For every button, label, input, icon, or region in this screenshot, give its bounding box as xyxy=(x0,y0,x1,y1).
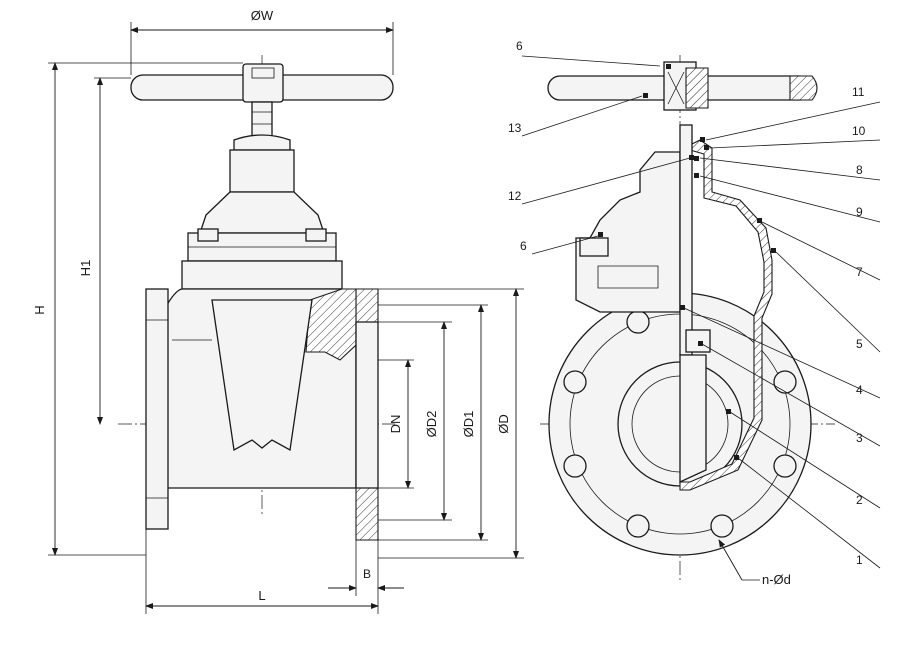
bore-passage xyxy=(355,321,379,489)
callout-11: 11 xyxy=(852,85,865,99)
side-wedge xyxy=(679,354,707,484)
callout-6-side: 6 xyxy=(520,239,527,253)
bonnet-bolt-right xyxy=(305,228,327,242)
nut-top xyxy=(251,67,275,79)
callout-2: 2 xyxy=(856,493,863,507)
bolt-hole-1 xyxy=(626,310,650,334)
dim-dn-label: DN xyxy=(388,415,403,434)
dimension-lines xyxy=(48,22,760,614)
callout-7: 7 xyxy=(856,265,863,279)
callout-leaders xyxy=(521,55,881,569)
callout-4: 4 xyxy=(856,383,863,397)
bolt-hole-3 xyxy=(563,454,587,478)
body-wall-section xyxy=(305,288,357,361)
stem-nut-section xyxy=(685,67,709,109)
right-flange-top-section xyxy=(355,288,379,323)
bolt-hole-2 xyxy=(563,370,587,394)
right-flange-bottom-section xyxy=(355,487,379,541)
bonnet xyxy=(199,191,325,234)
wedge xyxy=(211,299,313,452)
callout-10: 10 xyxy=(852,124,866,138)
callout-8: 8 xyxy=(856,163,863,177)
callout-1: 1 xyxy=(856,553,863,567)
dim-h1-label: H1 xyxy=(78,260,93,277)
side-bonnet-boss xyxy=(579,237,609,257)
callout-3: 3 xyxy=(856,431,863,445)
dim-d1-label: ØD1 xyxy=(461,411,476,438)
dimension-labels: ØW H H1 DN ØD2 ØD1 ØD L B n-Ød xyxy=(32,8,791,603)
stem xyxy=(251,101,273,141)
body-neck xyxy=(181,260,343,290)
dim-nd-label: n-Ød xyxy=(762,572,791,587)
bonnet-bolt-left xyxy=(197,228,219,242)
bolt-hole-5 xyxy=(710,514,734,538)
gland xyxy=(233,134,291,151)
callout-12: 12 xyxy=(508,189,522,203)
side-bonnet-left xyxy=(575,151,681,313)
callout-5: 5 xyxy=(856,337,863,351)
bolt-hole-7 xyxy=(773,370,797,394)
bolt-hole-6 xyxy=(773,454,797,478)
callout-13: 13 xyxy=(508,121,522,135)
side-view xyxy=(540,55,835,580)
dim-d-label: ØD xyxy=(496,414,511,434)
callout-labels: 6 13 11 10 12 8 9 6 7 5 4 3 2 1 xyxy=(508,39,866,567)
front-view xyxy=(118,55,395,541)
dim-l-label: L xyxy=(258,588,265,603)
gland-body xyxy=(229,149,295,193)
left-flange xyxy=(145,288,169,530)
dim-b-label: B xyxy=(363,567,371,581)
callout-6-top: 6 xyxy=(516,39,523,53)
dim-h-label: H xyxy=(32,305,47,314)
side-body-section xyxy=(679,139,773,491)
bolt-hole-4 xyxy=(626,514,650,538)
dim-w-label: ØW xyxy=(251,8,274,23)
dim-d2-label: ØD2 xyxy=(424,411,439,438)
stem-nut xyxy=(242,63,284,103)
handwheel-section xyxy=(789,75,818,101)
callout-9: 9 xyxy=(856,205,863,219)
